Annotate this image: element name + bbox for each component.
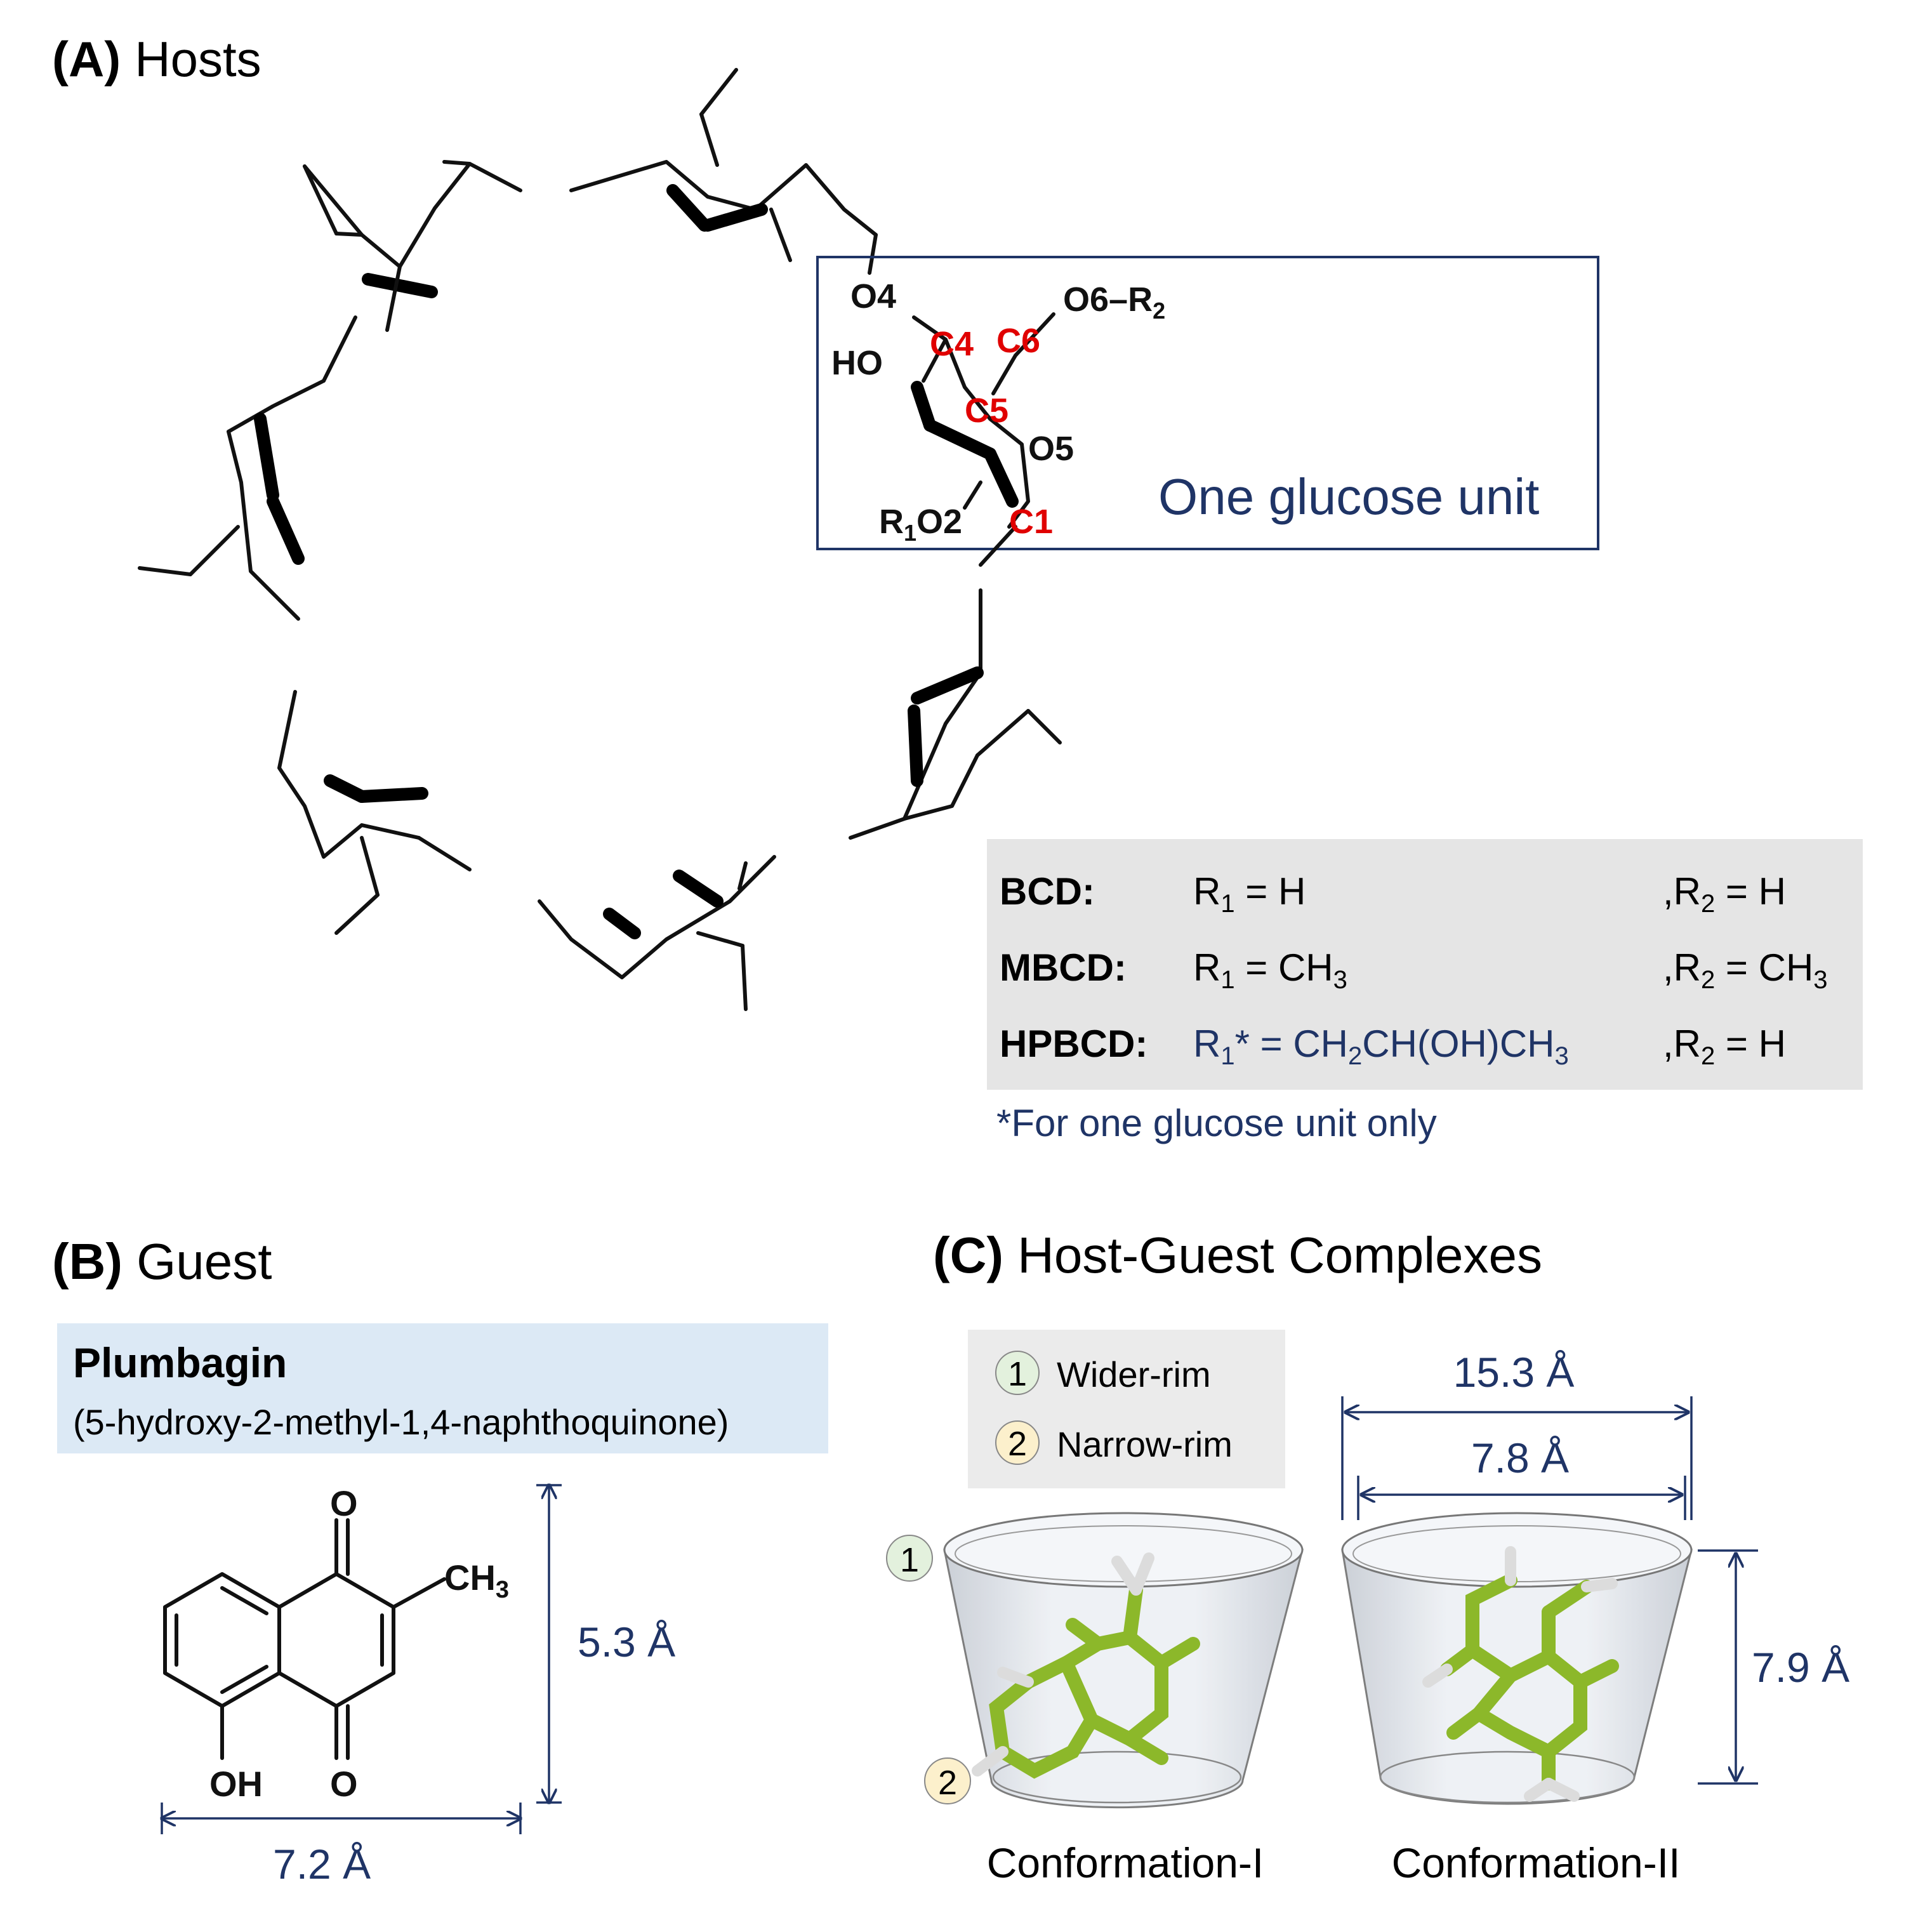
svg-text:,R2 = H: ,R2 = H — [1663, 870, 1786, 918]
plumbagin-o-top: O — [330, 1483, 358, 1523]
svg-text:Wider-rim: Wider-rim — [1057, 1354, 1211, 1394]
wide-rim-label: 15.3 Å — [1453, 1349, 1575, 1396]
cup-conformation-1: 1 2 — [886, 1512, 1304, 1809]
glucose-o6-r2: O6–R2 — [1063, 281, 1165, 324]
plumbagin-ch3: CH3 — [444, 1558, 509, 1603]
svg-text:,R2 = CH3: ,R2 = CH3 — [1663, 946, 1828, 994]
svg-text:2: 2 — [1008, 1425, 1027, 1463]
svg-text:Narrow-rim: Narrow-rim — [1057, 1424, 1233, 1464]
plumbagin-box — [57, 1323, 828, 1453]
glucose-c6: C6 — [996, 322, 1040, 360]
glucose-c5: C5 — [965, 392, 1008, 430]
row-hpbcd: HPBCD: R1* = CH2CH(OH)CH3 ,R2 = H — [1000, 1022, 1786, 1070]
rim-marker-narrow: 2 — [938, 1764, 957, 1802]
plumbagin-oh: OH — [209, 1764, 263, 1804]
plumbagin-o-bottom: O — [330, 1764, 358, 1804]
r-group-rows: BCD: R1 = H ,R2 = H MBCD: R1 = CH3 ,R2 =… — [1000, 870, 1828, 1070]
svg-text:1: 1 — [1008, 1355, 1027, 1393]
panel-b-heading: (B)Guest — [52, 1233, 272, 1290]
svg-text:R1 = H: R1 = H — [1193, 870, 1306, 918]
legend-item-narrow-rim: 2 Narrow-rim — [995, 1420, 1233, 1465]
panel-a-heading: (A)Hosts — [52, 31, 261, 87]
cavity-height-label: 7.9 Å — [1752, 1644, 1849, 1691]
glucose-o5: O5 — [1028, 430, 1074, 468]
cyclodextrin-ring-bonds — [138, 68, 1062, 1011]
svg-text:MBCD:: MBCD: — [1000, 946, 1127, 989]
svg-text:R1* = CH2CH(OH)CH3: R1* = CH2CH(OH)CH3 — [1193, 1022, 1569, 1070]
glucose-ho: HO — [831, 344, 883, 382]
glucose-unit-box — [816, 256, 1599, 550]
rim-marker-wider: 1 — [900, 1541, 919, 1579]
glucose-o4: O4 — [850, 277, 896, 315]
panel-c-heading: (C)Host-Guest Complexes — [933, 1227, 1542, 1283]
glucose-r1o2: R1O2 — [879, 503, 962, 546]
glucose-c1: C1 — [1009, 503, 1053, 541]
row-mbcd: MBCD: R1 = CH3 ,R2 = CH3 — [1000, 946, 1828, 994]
panel-a: (A)Hosts — [52, 31, 1863, 1144]
plumbagin-height-label: 5.3 Å — [578, 1618, 675, 1665]
glucose-c4: C4 — [930, 325, 974, 363]
cup-conformation-2 — [1341, 1512, 1693, 1805]
svg-text:HPBCD:: HPBCD: — [1000, 1022, 1147, 1065]
plumbagin-model-1 — [972, 1552, 1200, 1779]
conformation-1-label: Conformation-I — [987, 1839, 1264, 1886]
compound-iupac: (5-hydroxy-2-methyl-1,4-naphthoquinone) — [73, 1402, 729, 1442]
row-bcd: BCD: R1 = H ,R2 = H — [1000, 870, 1786, 918]
svg-text:,R2 = H: ,R2 = H — [1663, 1022, 1786, 1070]
glucose-unit-label: One glucose unit — [1158, 468, 1539, 525]
compound-name: Plumbagin — [73, 1339, 287, 1386]
legend-item-wider-rim: 1 Wider-rim — [995, 1351, 1211, 1395]
plumbagin-structure: O O OH CH3 — [163, 1483, 509, 1804]
narrow-rim-label: 7.8 Å — [1471, 1434, 1569, 1481]
plumbagin-model-2 — [1422, 1546, 1619, 1802]
svg-text:BCD:: BCD: — [1000, 870, 1095, 913]
plumbagin-width-label: 7.2 Å — [273, 1841, 371, 1888]
glucose-unit-detail: O4 C4 C6 O6–R2 HO C5 O5 R1O2 C1 One gluc… — [831, 277, 1539, 567]
svg-text:R1 = CH3: R1 = CH3 — [1193, 946, 1347, 994]
panel-b: (B)Guest Plumbagin (5-hydroxy-2-methyl-1… — [52, 1233, 828, 1888]
table-footnote: *For one glucose unit only — [996, 1102, 1437, 1144]
panel-c: (C)Host-Guest Complexes 1 Wider-rim 2 Na… — [886, 1227, 1849, 1886]
conformation-2-label: Conformation-II — [1392, 1839, 1681, 1886]
r-group-table — [987, 839, 1863, 1090]
